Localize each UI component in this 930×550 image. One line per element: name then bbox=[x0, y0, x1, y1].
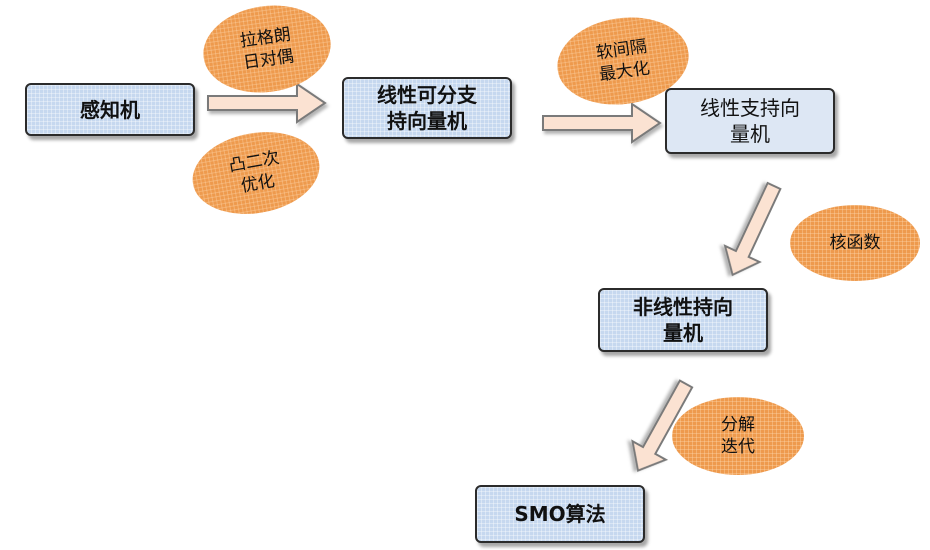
arrow-perceptron-to-separable bbox=[207, 82, 327, 124]
node-nonlinear-svm-label: 非线性持向 量机 bbox=[633, 295, 733, 345]
label-decomposition: 分解 迭代 bbox=[672, 397, 804, 475]
label-decomposition-text: 分解 迭代 bbox=[721, 414, 755, 457]
node-linear-separable-svm-label: 线性可分支 持向量机 bbox=[377, 83, 477, 133]
label-lagrange-dual-text: 拉格朗 日对偶 bbox=[238, 24, 296, 74]
label-soft-margin-text: 软间隔 最大化 bbox=[594, 36, 652, 86]
label-kernel: 核函数 bbox=[790, 205, 920, 281]
label-kernel-text: 核函数 bbox=[829, 232, 881, 253]
node-smo: SMO算法 bbox=[475, 485, 645, 543]
node-smo-label: SMO算法 bbox=[514, 502, 606, 526]
arrow-separable-to-linear bbox=[542, 102, 662, 144]
node-nonlinear-svm: 非线性持向 量机 bbox=[598, 288, 768, 352]
node-perceptron: 感知机 bbox=[25, 83, 195, 136]
arrow-linear-to-nonlinear bbox=[723, 181, 782, 277]
label-convex-quadratic-text: 凸二次 优化 bbox=[227, 147, 281, 197]
node-linear-svm: 线性支持向 量机 bbox=[665, 88, 835, 154]
node-linear-svm-label: 线性支持向 量机 bbox=[700, 96, 800, 146]
node-linear-separable-svm: 线性可分支 持向量机 bbox=[342, 77, 512, 139]
node-perceptron-label: 感知机 bbox=[80, 97, 140, 122]
arrow-nonlinear-to-smo bbox=[631, 379, 694, 472]
